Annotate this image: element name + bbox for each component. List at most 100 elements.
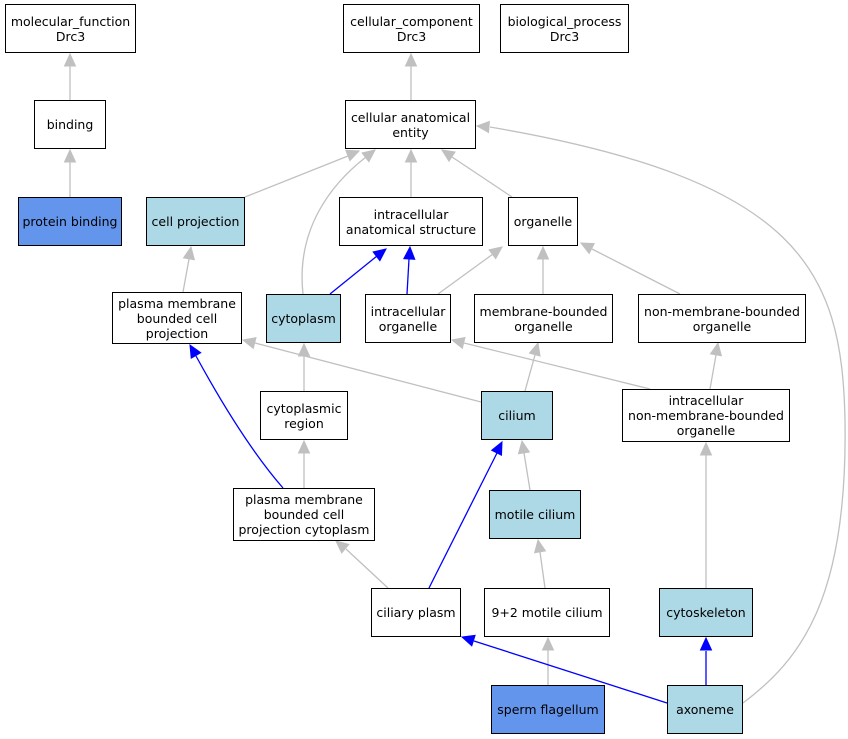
edge-cilium-to-pmbcp [241, 337, 482, 403]
edge-cytoplasm-to-ias [329, 248, 387, 295]
edge-ciliary-plasm-to-pmbcpc-line [345, 548, 389, 589]
edge-pmbcp-to-cell-projection-arrowhead [182, 245, 196, 261]
edge-cytoplasmic-region-to-cytoplasm [297, 342, 311, 391]
edge-cytoplasm-to-cae-arrowhead [361, 149, 376, 163]
edge-92-motile-cilium-to-motile-cilium-arrowhead [533, 538, 547, 554]
edge-motile-cilium-to-cilium-arrowhead [517, 439, 531, 455]
edge-axoneme-to-cytoskeleton-arrowhead [699, 636, 713, 651]
edge-axoneme-to-cytoskeleton [699, 636, 713, 685]
node-ciliary-plasm: ciliary plasm [371, 588, 461, 637]
edge-motile-cilium-to-cilium [517, 439, 531, 491]
node-cytoskeleton: cytoskeleton [659, 588, 753, 637]
edge-cytoplasm-to-ias-line [329, 255, 378, 295]
edge-sperm-flagellum-to-92-motile-cilium [541, 636, 555, 685]
edge-inmbo-to-io-arrowhead [450, 336, 466, 350]
node-organelle: organelle [508, 197, 578, 246]
edge-cell-projection-to-cae-arrowhead [345, 149, 361, 162]
edge-inmbo-to-io-line [463, 342, 651, 390]
node-binding: binding [34, 100, 106, 149]
edge-cytoplasm-to-cae-line [301, 156, 367, 295]
node-axoneme: axoneme [667, 685, 743, 734]
node-plasma-membrane-bounded-cell-projection: plasma membrane bounded cell projection [112, 292, 242, 344]
edge-motile-cilium-to-cilium-line [523, 452, 531, 491]
edge-cytoplasm-to-cae [301, 149, 376, 295]
edge-io-to-organelle-line [437, 253, 494, 295]
edge-axoneme-to-ciliary-plasm-arrowhead [460, 634, 476, 647]
edge-axoneme-to-ciliary-plasm-line [473, 640, 668, 704]
node-cell-projection: cell projection [146, 197, 245, 246]
node-cellular-component: cellular_component Drc3 [343, 4, 480, 53]
node-membrane-bounded-organelle: membrane-bounded organelle [474, 294, 613, 343]
edge-cytoplasm-to-ias-arrowhead [372, 248, 387, 262]
edge-pmbcpc-to-cytoplasmic-region [297, 439, 311, 488]
edge-inmbo-to-io [450, 336, 651, 390]
edge-ias-to-cae-arrowhead [404, 148, 418, 163]
edge-ciliary-plasm-to-pmbcpc-arrowhead [335, 540, 350, 554]
edge-92-motile-cilium-to-motile-cilium [533, 538, 547, 589]
edge-axoneme-to-inmbo-arrowhead [699, 441, 713, 456]
edge-binding-to-molecular-function-arrowhead [63, 52, 77, 67]
edge-cilium-to-pmbcp-arrowhead [241, 337, 257, 350]
edge-pmbcp-to-cell-projection [182, 245, 196, 293]
node-non-membrane-bounded-organelle: non-membrane-bounded organelle [638, 294, 806, 343]
edge-axoneme-to-ciliary-plasm [460, 634, 668, 704]
edge-cilium-to-mbo-line [524, 354, 536, 392]
node-cytoplasm: cytoplasm [266, 294, 341, 343]
node-protein-binding: protein binding [18, 197, 122, 246]
node-intracellular-anatomical-structure: intracellular anatomical structure [339, 197, 483, 246]
edge-cell-projection-to-cae [244, 149, 361, 198]
node-sperm-flagellum: sperm flagellum [491, 685, 605, 734]
edge-axoneme-to-inmbo [699, 441, 713, 588]
edge-nmbo-to-organelle [579, 242, 681, 295]
edge-io-to-ias-arrowhead [402, 245, 416, 260]
edge-io-to-organelle-arrowhead [488, 246, 503, 260]
edge-axoneme-to-cae-arrowhead [475, 120, 490, 134]
edge-protein-binding-to-binding-arrowhead [63, 148, 77, 163]
node-molecular-function: molecular_function Drc3 [5, 4, 136, 53]
edge-cilium-to-pmbcp-line [254, 342, 482, 403]
edge-organelle-to-cae-line [451, 156, 513, 198]
node-intracellular-organelle: intracellular organelle [365, 294, 451, 343]
edge-cilium-to-mbo [524, 341, 541, 392]
edge-organelle-to-cae [440, 149, 513, 198]
edge-io-to-ias-line [406, 258, 410, 295]
edge-nmbo-to-organelle-arrowhead [579, 242, 595, 255]
edge-axoneme-to-cae-line [489, 126, 846, 704]
node-9-2-motile-cilium: 9+2 motile cilium [484, 588, 610, 637]
edge-io-to-organelle [437, 246, 503, 295]
edge-inmbo-to-nmbo [709, 341, 723, 390]
edge-ciliary-plasm-to-cilium-arrowhead [490, 440, 503, 456]
node-cellular-anatomical-entity: cellular anatomical entity [345, 100, 476, 149]
edge-nmbo-to-organelle-line [591, 248, 681, 295]
edge-inmbo-to-nmbo-arrowhead [709, 341, 723, 357]
edge-ciliary-plasm-to-cilium-line [428, 452, 498, 589]
edge-pmbcpc-to-cytoplasmic-region-arrowhead [297, 439, 311, 454]
edge-mbo-to-organelle-arrowhead [536, 245, 550, 260]
edge-ias-to-cae [404, 148, 418, 197]
edge-pmbcpc-to-pmbcp [189, 343, 284, 489]
edge-mbo-to-organelle [536, 245, 550, 294]
edge-sperm-flagellum-to-92-motile-cilium-arrowhead [541, 636, 555, 651]
node-plasma-membrane-bounded-cell-projection-cytoplasm: plasma membrane bounded cell projection … [233, 488, 375, 541]
edge-io-to-ias [402, 245, 416, 295]
edge-ciliary-plasm-to-cilium [428, 440, 503, 589]
edge-binding-to-molecular-function [63, 52, 77, 100]
edge-cilium-to-mbo-arrowhead [528, 341, 541, 357]
edge-axoneme-to-cae [475, 120, 846, 704]
edge-inmbo-to-nmbo-line [709, 354, 717, 390]
edge-92-motile-cilium-to-motile-cilium-line [539, 551, 546, 589]
edge-ciliary-plasm-to-pmbcpc [335, 540, 389, 589]
node-cilium: cilium [481, 391, 553, 440]
edge-pmbcpc-to-pmbcp-arrowhead [189, 343, 202, 359]
edge-cae-to-cellular-component-arrowhead [404, 52, 418, 67]
edge-pmbcp-to-cell-projection-line [182, 258, 190, 293]
node-motile-cilium: motile cilium [489, 490, 581, 539]
edge-cae-to-cellular-component [404, 52, 418, 100]
edge-cell-projection-to-cae-line [244, 155, 349, 198]
node-intracellular-non-membrane-bounded-organelle: intracellular non-membrane-bounded organ… [622, 389, 790, 442]
node-biological-process: biological_process Drc3 [500, 4, 629, 53]
node-cytoplasmic-region: cytoplasmic region [260, 391, 348, 440]
edge-protein-binding-to-binding [63, 148, 77, 197]
edge-organelle-to-cae-arrowhead [440, 149, 456, 163]
